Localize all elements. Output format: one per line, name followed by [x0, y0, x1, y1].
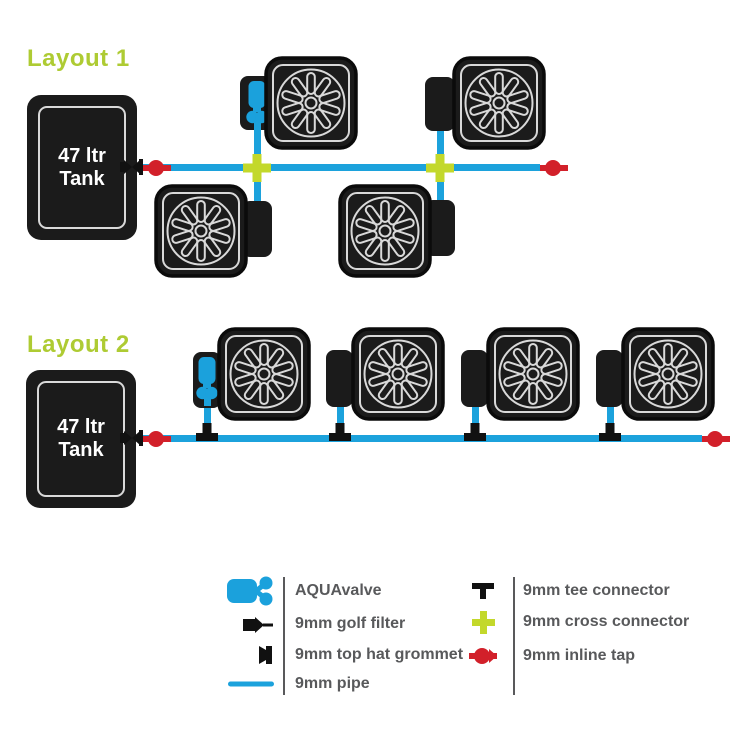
- legend-label: 9mm tee connector: [523, 582, 670, 599]
- drop-pipe: [336, 400, 344, 438]
- legend-item-golf-filter: 9mm golf filter: [210, 612, 405, 636]
- pot: [154, 184, 248, 278]
- tee-connector: [196, 423, 218, 442]
- pot: [621, 327, 715, 421]
- legend-divider-right: [513, 577, 515, 695]
- inline-tap: [540, 159, 568, 177]
- pot: [452, 56, 546, 150]
- valve-tray: [461, 350, 488, 407]
- pipe-stub: [253, 120, 261, 132]
- cross-connector: [426, 153, 454, 182]
- inline-tap-icon: [469, 648, 497, 664]
- legend-label: 9mm cross connector: [523, 613, 690, 630]
- aquavalve: [195, 356, 219, 402]
- pot-graphic: [338, 184, 432, 278]
- pot-graphic: [486, 327, 580, 421]
- pot-graphic: [452, 56, 546, 150]
- layout2-main-pipe: [138, 435, 702, 442]
- legend-label: 9mm golf filter: [295, 615, 406, 632]
- aquavalve-icon: [227, 576, 273, 606]
- inline-tap: [143, 430, 171, 448]
- cross-connector-icon: [471, 610, 495, 634]
- tank-word: Tank: [58, 439, 104, 461]
- pot-graphic: [154, 184, 248, 278]
- tank-capacity: 47 ltr: [58, 144, 106, 167]
- layout1-main-pipe: [138, 164, 540, 171]
- tank-layout2: 47 ltr Tank: [26, 370, 136, 508]
- pipe-icon: [228, 681, 274, 687]
- tee-connector-icon: [472, 583, 494, 599]
- legend-divider-left: [283, 577, 285, 695]
- legend-label: 9mm pipe: [295, 675, 370, 692]
- tank-label: 47 ltr Tank: [38, 106, 126, 229]
- pot: [486, 327, 580, 421]
- pot: [217, 327, 311, 421]
- valve-tray: [596, 350, 623, 407]
- drop-pipe: [471, 400, 479, 438]
- tee-connector: [464, 423, 486, 442]
- golf-filter-icon: [243, 616, 273, 633]
- legend-item-inline-tap: 9mm inline tap: [460, 644, 635, 668]
- pipe-stub: [203, 396, 211, 406]
- drop-pipe: [203, 400, 211, 438]
- aquavalve-graphic: [196, 357, 218, 400]
- valve-tray: [326, 350, 353, 407]
- top-hat-grommet: [120, 429, 144, 447]
- tank-word: Tank: [59, 167, 105, 190]
- legend-label: 9mm inline tap: [523, 647, 636, 664]
- legend-label: AQUAvalve: [295, 582, 382, 599]
- pot: [351, 327, 445, 421]
- tank-label: 47 ltr Tank: [37, 381, 125, 497]
- valve-tray: [425, 77, 455, 131]
- pot: [338, 184, 432, 278]
- pot-graphic: [264, 56, 358, 150]
- layout1-title: Layout 1: [27, 45, 130, 72]
- layout2-title: Layout 2: [27, 331, 130, 358]
- legend-item-top-hat-grommet: 9mm top hat grommet: [210, 643, 463, 667]
- inline-tap: [143, 159, 171, 177]
- legend-item-aquavalve: AQUAvalve: [210, 574, 382, 608]
- pot-graphic: [217, 327, 311, 421]
- legend-item-tee-connector: 9mm tee connector: [460, 580, 670, 602]
- inline-tap: [702, 430, 730, 448]
- pot-graphic: [621, 327, 715, 421]
- legend-item-pipe: 9mm pipe: [210, 672, 370, 696]
- tee-connector: [599, 423, 621, 442]
- drop-pipe: [606, 400, 614, 438]
- cross-connector: [243, 153, 271, 182]
- top-hat-grommet: [120, 158, 144, 176]
- legend-label: 9mm top hat grommet: [295, 646, 464, 663]
- tee-connector: [329, 423, 351, 442]
- tank-capacity: 47 ltr: [57, 416, 105, 438]
- pot-graphic: [351, 327, 445, 421]
- legend-item-cross-connector: 9mm cross connector: [460, 610, 689, 634]
- top-hat-grommet-icon: [259, 646, 272, 664]
- tank-layout1: 47 ltr Tank: [27, 95, 137, 240]
- pot: [264, 56, 358, 150]
